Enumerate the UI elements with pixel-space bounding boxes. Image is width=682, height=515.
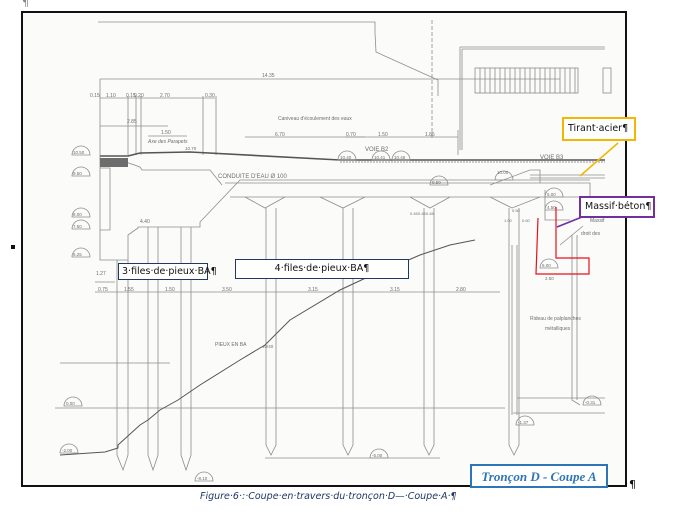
svg-text:2.85: 2.85 <box>127 119 137 125</box>
svg-text:9.50: 9.50 <box>432 180 441 185</box>
svg-text:0.50: 0.50 <box>512 208 521 213</box>
svg-text:1.27: 1.27 <box>96 271 106 277</box>
svg-text:Axe des Parapets: Axe des Parapets <box>147 139 188 145</box>
svg-text:Rideau de palplanches: Rideau de palplanches <box>530 316 581 322</box>
svg-text:0.70: 0.70 <box>346 132 356 138</box>
list-bullet <box>11 245 15 249</box>
svg-text:métalliques: métalliques <box>545 326 571 332</box>
svg-text:3.50: 3.50 <box>222 287 232 293</box>
svg-text:8.00: 8.00 <box>73 212 82 217</box>
building-right <box>459 46 605 150</box>
svg-text:-1.37: -1.37 <box>518 420 529 425</box>
svg-text:Caniveau d'écoulement des eaux: Caniveau d'écoulement des eaux <box>278 116 352 122</box>
svg-text:10.50: 10.50 <box>73 150 85 155</box>
svg-text:3.15: 3.15 <box>308 287 318 293</box>
svg-text:1.00: 1.00 <box>504 218 513 223</box>
svg-text:9.50: 9.50 <box>73 171 82 176</box>
svg-text:0.15: 0.15 <box>126 93 136 99</box>
svg-text:2.70: 2.70 <box>160 93 170 99</box>
svg-text:VOIE B3: VOIE B3 <box>540 155 564 161</box>
svg-text:2.50: 2.50 <box>545 276 554 281</box>
svg-text:10.46: 10.46 <box>394 155 406 160</box>
svg-text:4.40: 4.40 <box>140 219 150 225</box>
svg-text:1.85: 1.85 <box>425 132 435 138</box>
svg-text:-5.00: -5.00 <box>372 453 383 458</box>
callout-massif-beton[interactable]: Massif·béton¶ <box>579 196 655 218</box>
svg-text:10.41: 10.41 <box>374 155 386 160</box>
svg-text:5.00: 5.00 <box>547 192 556 197</box>
svg-text:0.75: 0.75 <box>98 287 108 293</box>
svg-text:Massif: Massif <box>590 218 605 224</box>
sheet-pile-left <box>511 245 518 415</box>
massif-highlight-outline <box>535 207 590 275</box>
svg-text:6.00: 6.00 <box>542 263 551 268</box>
svg-text:0.20: 0.20 <box>134 93 144 99</box>
svg-text:-8.10: -8.10 <box>197 476 208 481</box>
svg-text:1.50: 1.50 <box>161 130 171 136</box>
callout-tirant-acier[interactable]: Tirant·acier¶ <box>562 117 636 141</box>
svg-text:7.50: 7.50 <box>73 224 82 229</box>
sheet-pile-right <box>571 235 581 406</box>
svg-text:0.45: 0.45 <box>426 211 435 216</box>
svg-text:-0.31: -0.31 <box>585 400 596 405</box>
svg-text:1.50: 1.50 <box>378 132 388 138</box>
deck-surface <box>100 151 605 161</box>
svg-text:3.15: 3.15 <box>390 287 400 293</box>
window-grid <box>474 67 579 94</box>
svg-text:1.10: 1.10 <box>106 93 116 99</box>
svg-text:6.25: 6.25 <box>73 252 82 257</box>
svg-text:6.70: 6.70 <box>275 132 285 138</box>
svg-text:0.45: 0.45 <box>410 211 419 216</box>
svg-text:2.80: 2.80 <box>456 287 466 293</box>
svg-text:VOIE B2: VOIE B2 <box>365 147 389 153</box>
piles <box>116 208 520 472</box>
level-markers <box>59 145 602 482</box>
svg-text:1.55: 1.55 <box>124 287 134 293</box>
svg-text:10.40: 10.40 <box>340 155 352 160</box>
svg-text:0.30: 0.30 <box>205 93 215 99</box>
deck-slab <box>225 182 591 198</box>
svg-text:10.70: 10.70 <box>185 146 197 151</box>
svg-text:0.60: 0.60 <box>522 218 531 223</box>
callout-3-files-pieux[interactable]: 3·files·de·pieux·BA¶ <box>118 263 217 280</box>
dimension-row-2 <box>95 281 500 293</box>
svg-text:40/40: 40/40 <box>262 344 274 349</box>
svg-text:10.00: 10.00 <box>497 170 509 175</box>
callout-4-files-pieux[interactable]: 4·files·de·pieux·BA¶ <box>235 259 409 279</box>
dim-total: 14.35 <box>262 73 275 79</box>
paragraph-mark-end: ¶ <box>629 478 636 491</box>
svg-text:-2.00: -2.00 <box>62 448 73 453</box>
svg-text:0.45: 0.45 <box>418 211 427 216</box>
svg-text:4.50: 4.50 <box>547 205 556 210</box>
building-outline <box>98 21 439 96</box>
abutment <box>99 158 590 261</box>
paragraph-mark: ¶ <box>22 0 29 9</box>
title-block: Tronçon D - Coupe A <box>470 464 608 488</box>
figure-caption: Figure·6·:·Coupe·en·travers·du·tronçon·D… <box>200 491 457 502</box>
massif-callout-leader <box>556 216 583 228</box>
svg-text:CONDUITE D'EAU Ø 100: CONDUITE D'EAU Ø 100 <box>218 174 287 180</box>
tirant-leader-line <box>579 142 619 177</box>
svg-text:0.15: 0.15 <box>90 93 100 99</box>
svg-text:PIEUX EN BA: PIEUX EN BA <box>215 342 247 348</box>
massif-leader <box>559 225 584 246</box>
svg-text:0.00: 0.00 <box>66 401 75 406</box>
svg-text:1.50: 1.50 <box>165 287 175 293</box>
svg-text:droit des: droit des <box>581 231 601 237</box>
